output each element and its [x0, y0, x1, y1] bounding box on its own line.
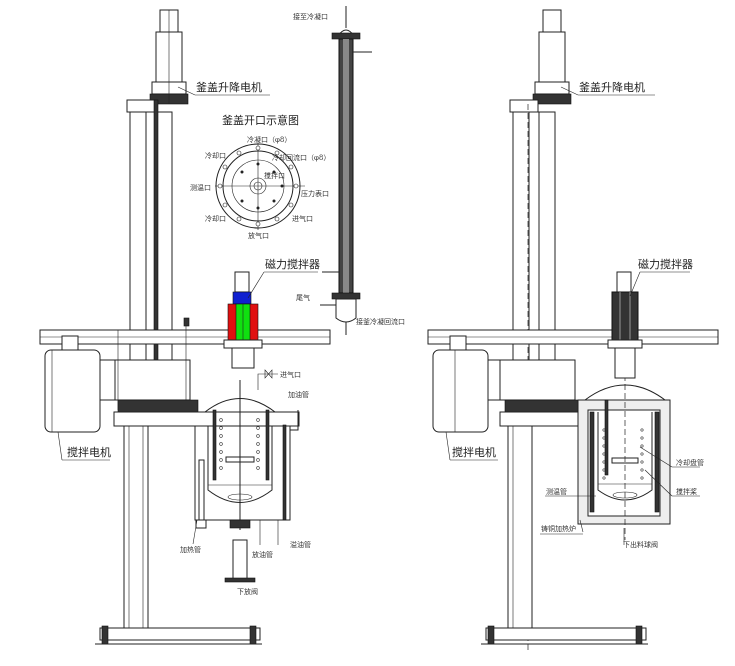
pressure-port-label: 压力表口	[301, 189, 329, 198]
vent-port-label: 放气口	[248, 231, 269, 240]
condenser-bottom-label: 接釜冷凝回流口	[356, 317, 405, 326]
left-reactor-assembly: 釜盖升降电机 搅拌电机	[39, 9, 331, 645]
diagram-title: 釜盖开口示意图	[222, 113, 299, 127]
drain-oil-pipe-label: 放油管	[252, 550, 273, 559]
right-magnetic-stirrer-label: 磁力搅拌器	[638, 257, 693, 271]
base	[99, 627, 261, 641]
lower-column	[123, 419, 149, 631]
bottom-valve-label: 下放阀	[237, 587, 258, 596]
heating-furnace-label: 铸铜加热炉	[541, 524, 576, 533]
stir-paddle-label: 搅拌桨	[676, 487, 697, 496]
cooling-port-bottom-label: 冷却口	[205, 214, 226, 223]
right-lid-lift-motor-label: 釜盖升降电机	[579, 80, 645, 94]
magnetic-stirrer	[223, 271, 263, 369]
lid-opening-diagram: 釜盖开口示意图 冷凝口（φ8） 冷却口 冷却回流口（φ8） 搅拌口 测温口 压力…	[190, 113, 330, 240]
temp-tube-label: 测温管	[546, 487, 567, 496]
right-stir-motor-label: 搅拌电机	[452, 445, 496, 459]
stir-motor-label: 搅拌电机	[67, 445, 111, 459]
cooling-return-label: 冷却回流口（φ8）	[272, 153, 330, 162]
gas-inlet-label: 进气口	[280, 370, 301, 379]
lid-lift-motor	[149, 9, 189, 105]
condenser-port-label: 冷凝口（φ8）	[247, 135, 291, 144]
gas-inlet-port-label: 进气口	[292, 214, 313, 223]
magnetic-stirrer-label: 磁力搅拌器	[265, 257, 320, 271]
heating-tube-label: 加热管	[180, 545, 201, 554]
condenser-top-label: 接至冷凝口	[293, 12, 328, 21]
stir-motor	[44, 349, 101, 433]
cooling-coil-label: 冷却盘管	[676, 458, 704, 467]
overflow-pipe-label: 溢油管	[290, 540, 311, 549]
tail-gas-label: 尾气	[296, 293, 310, 302]
oil-fill-pipe-label: 加油管	[288, 390, 309, 399]
condenser: 接至冷凝口 尾气 接釜冷凝回流口	[293, 6, 405, 335]
lid-lift-motor-label: 釜盖升降电机	[196, 80, 262, 94]
right-reactor-assembly: 釜盖升降电机 搅拌电机	[427, 9, 719, 650]
cooling-port-top-label: 冷却口	[205, 151, 226, 160]
temp-port-label: 测温口	[190, 183, 211, 192]
stir-port-label: 搅拌口	[264, 171, 285, 180]
reactor-vessel	[194, 380, 299, 583]
right-bottom-valve-label: 下出料球阀	[623, 540, 658, 549]
